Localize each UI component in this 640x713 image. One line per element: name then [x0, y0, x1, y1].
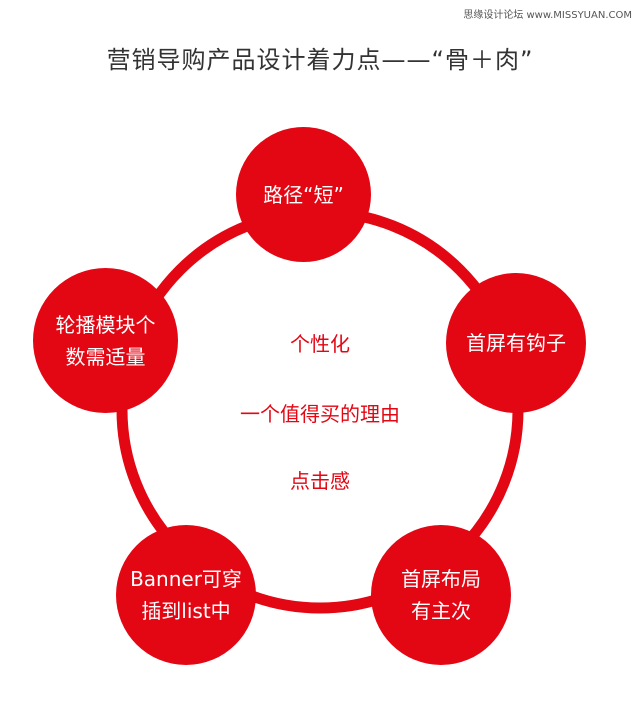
watermark: 思缘设计论坛 www.MISSYUAN.COM [463, 10, 632, 21]
node-short-path: 路径“短” [236, 127, 371, 262]
node-label-line: 有主次 [411, 599, 471, 623]
node-hook: 首屏有钩子 [446, 273, 586, 413]
diagram-title: 营销导购产品设计着力点——“骨＋肉” [106, 46, 534, 74]
node-carousel: 轮播模块个 数需适量 [33, 268, 178, 413]
center-label-personalized: 个性化 [290, 332, 350, 356]
node-layout: 首屏布局 有主次 [371, 525, 511, 665]
center-label-reason: 一个值得买的理由 [240, 402, 400, 426]
center-label-click-feel: 点击感 [290, 469, 350, 493]
node-label-line: 轮播模块个 [55, 312, 156, 337]
node-label-line: 插到list中 [141, 599, 231, 623]
node-label-line: 路径“短” [263, 182, 344, 207]
node-label-line: Banner可穿 [130, 567, 242, 591]
node-label-line: 数需适量 [65, 344, 146, 369]
node-label-line: 首屏布局 [401, 567, 481, 591]
node-banner: Banner可穿 插到list中 [116, 525, 256, 665]
node-label-line: 首屏有钩子 [466, 331, 566, 355]
